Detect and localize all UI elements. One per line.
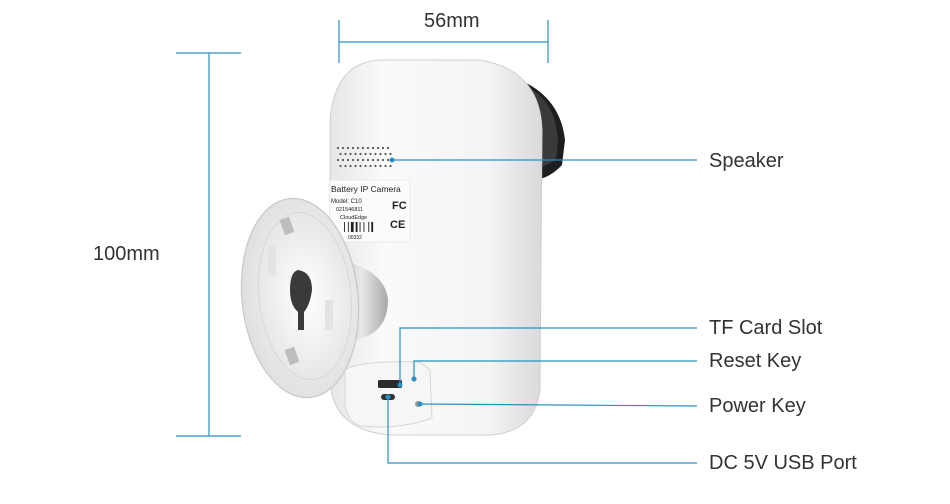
callout-lines [385,157,698,464]
barcode-bar [371,222,374,232]
grille-hole [359,164,362,168]
speaker-grille [336,146,392,168]
grille-hole [359,152,362,156]
product-label-code: 00332 [348,235,362,241]
product-label: Battery IP Camera Model: C10 021546811 C… [329,179,411,243]
barcode [344,222,374,232]
width-dimension-label: 56mm [424,10,480,32]
keyhole-slot [290,270,312,330]
product-label-brand: CloudEdge [340,215,367,221]
grille-hole [371,146,375,150]
product-label-serial: 021546811 [336,207,363,213]
grille-hole [361,158,365,162]
callout-label-dc-usb-port: DC 5V USB Port [709,452,857,474]
width-dimension [338,20,549,63]
grille-hole [381,158,385,162]
height-dimension-label: 100mm [93,243,160,265]
tf-card-slot-shape [378,380,402,388]
grille-hole [384,164,387,168]
reset-key-callout-line [411,360,697,382]
grille-hole [346,146,350,150]
grille-hole [361,146,365,150]
product-label-title: Battery IP Camera [331,184,401,194]
fcc-mark: FC [392,200,407,212]
grille-hole [371,158,375,162]
barcode-bar [355,222,358,232]
barcode-bar [368,222,370,232]
grille-hole [354,152,357,156]
grille-hole [344,164,347,168]
grille-hole [369,164,372,168]
grille-hole [364,152,367,156]
speaker-callout-line [389,157,697,163]
grille-hole [344,152,347,156]
grille-hole [376,158,380,162]
power-key-callout-line [417,401,698,407]
grille-hole [381,146,385,150]
grille-hole [354,164,357,168]
barcode-bar [347,222,349,232]
grille-hole [369,152,372,156]
callout-label-speaker: Speaker [709,150,784,172]
grille-hole [366,146,370,150]
tf-card-callout-line [397,327,697,388]
wall-mount [240,197,360,399]
grille-hole [386,146,390,150]
grille-hole [351,146,355,150]
grille-hole [379,152,382,156]
barcode-bar [350,222,354,232]
camera-body [329,59,543,436]
callout-label-reset-key: Reset Key [709,350,802,372]
usb-callout-line [385,394,697,464]
grille-hole [364,164,367,168]
grille-hole [339,164,342,168]
grille-hole [356,158,360,162]
grille-hole [374,164,377,168]
barcode-bar [359,222,361,232]
grille-hole [376,146,380,150]
grille-hole [386,158,390,162]
grille-hole [356,146,360,150]
grille-hole [389,152,392,156]
grille-hole [341,146,345,150]
grille-hole [374,152,377,156]
grille-hole [349,164,352,168]
product-label-model: Model: C10 [331,199,362,205]
grille-hole [336,158,340,162]
grille-hole [384,152,387,156]
grille-hole [351,158,355,162]
barcode-bar [363,222,365,232]
grille-hole [336,146,340,150]
ce-mark: CE [390,219,405,231]
height-dimension [176,52,241,437]
grille-hole [339,152,342,156]
grille-hole [349,152,352,156]
grille-hole [379,164,382,168]
callout-label-tf-card-slot: TF Card Slot [709,317,823,339]
grille-hole [346,158,350,162]
grille-hole [366,158,370,162]
grille-hole [389,164,392,168]
grille-hole [341,158,345,162]
barcode-bar [344,222,345,232]
callout-label-power-key: Power Key [709,395,806,417]
